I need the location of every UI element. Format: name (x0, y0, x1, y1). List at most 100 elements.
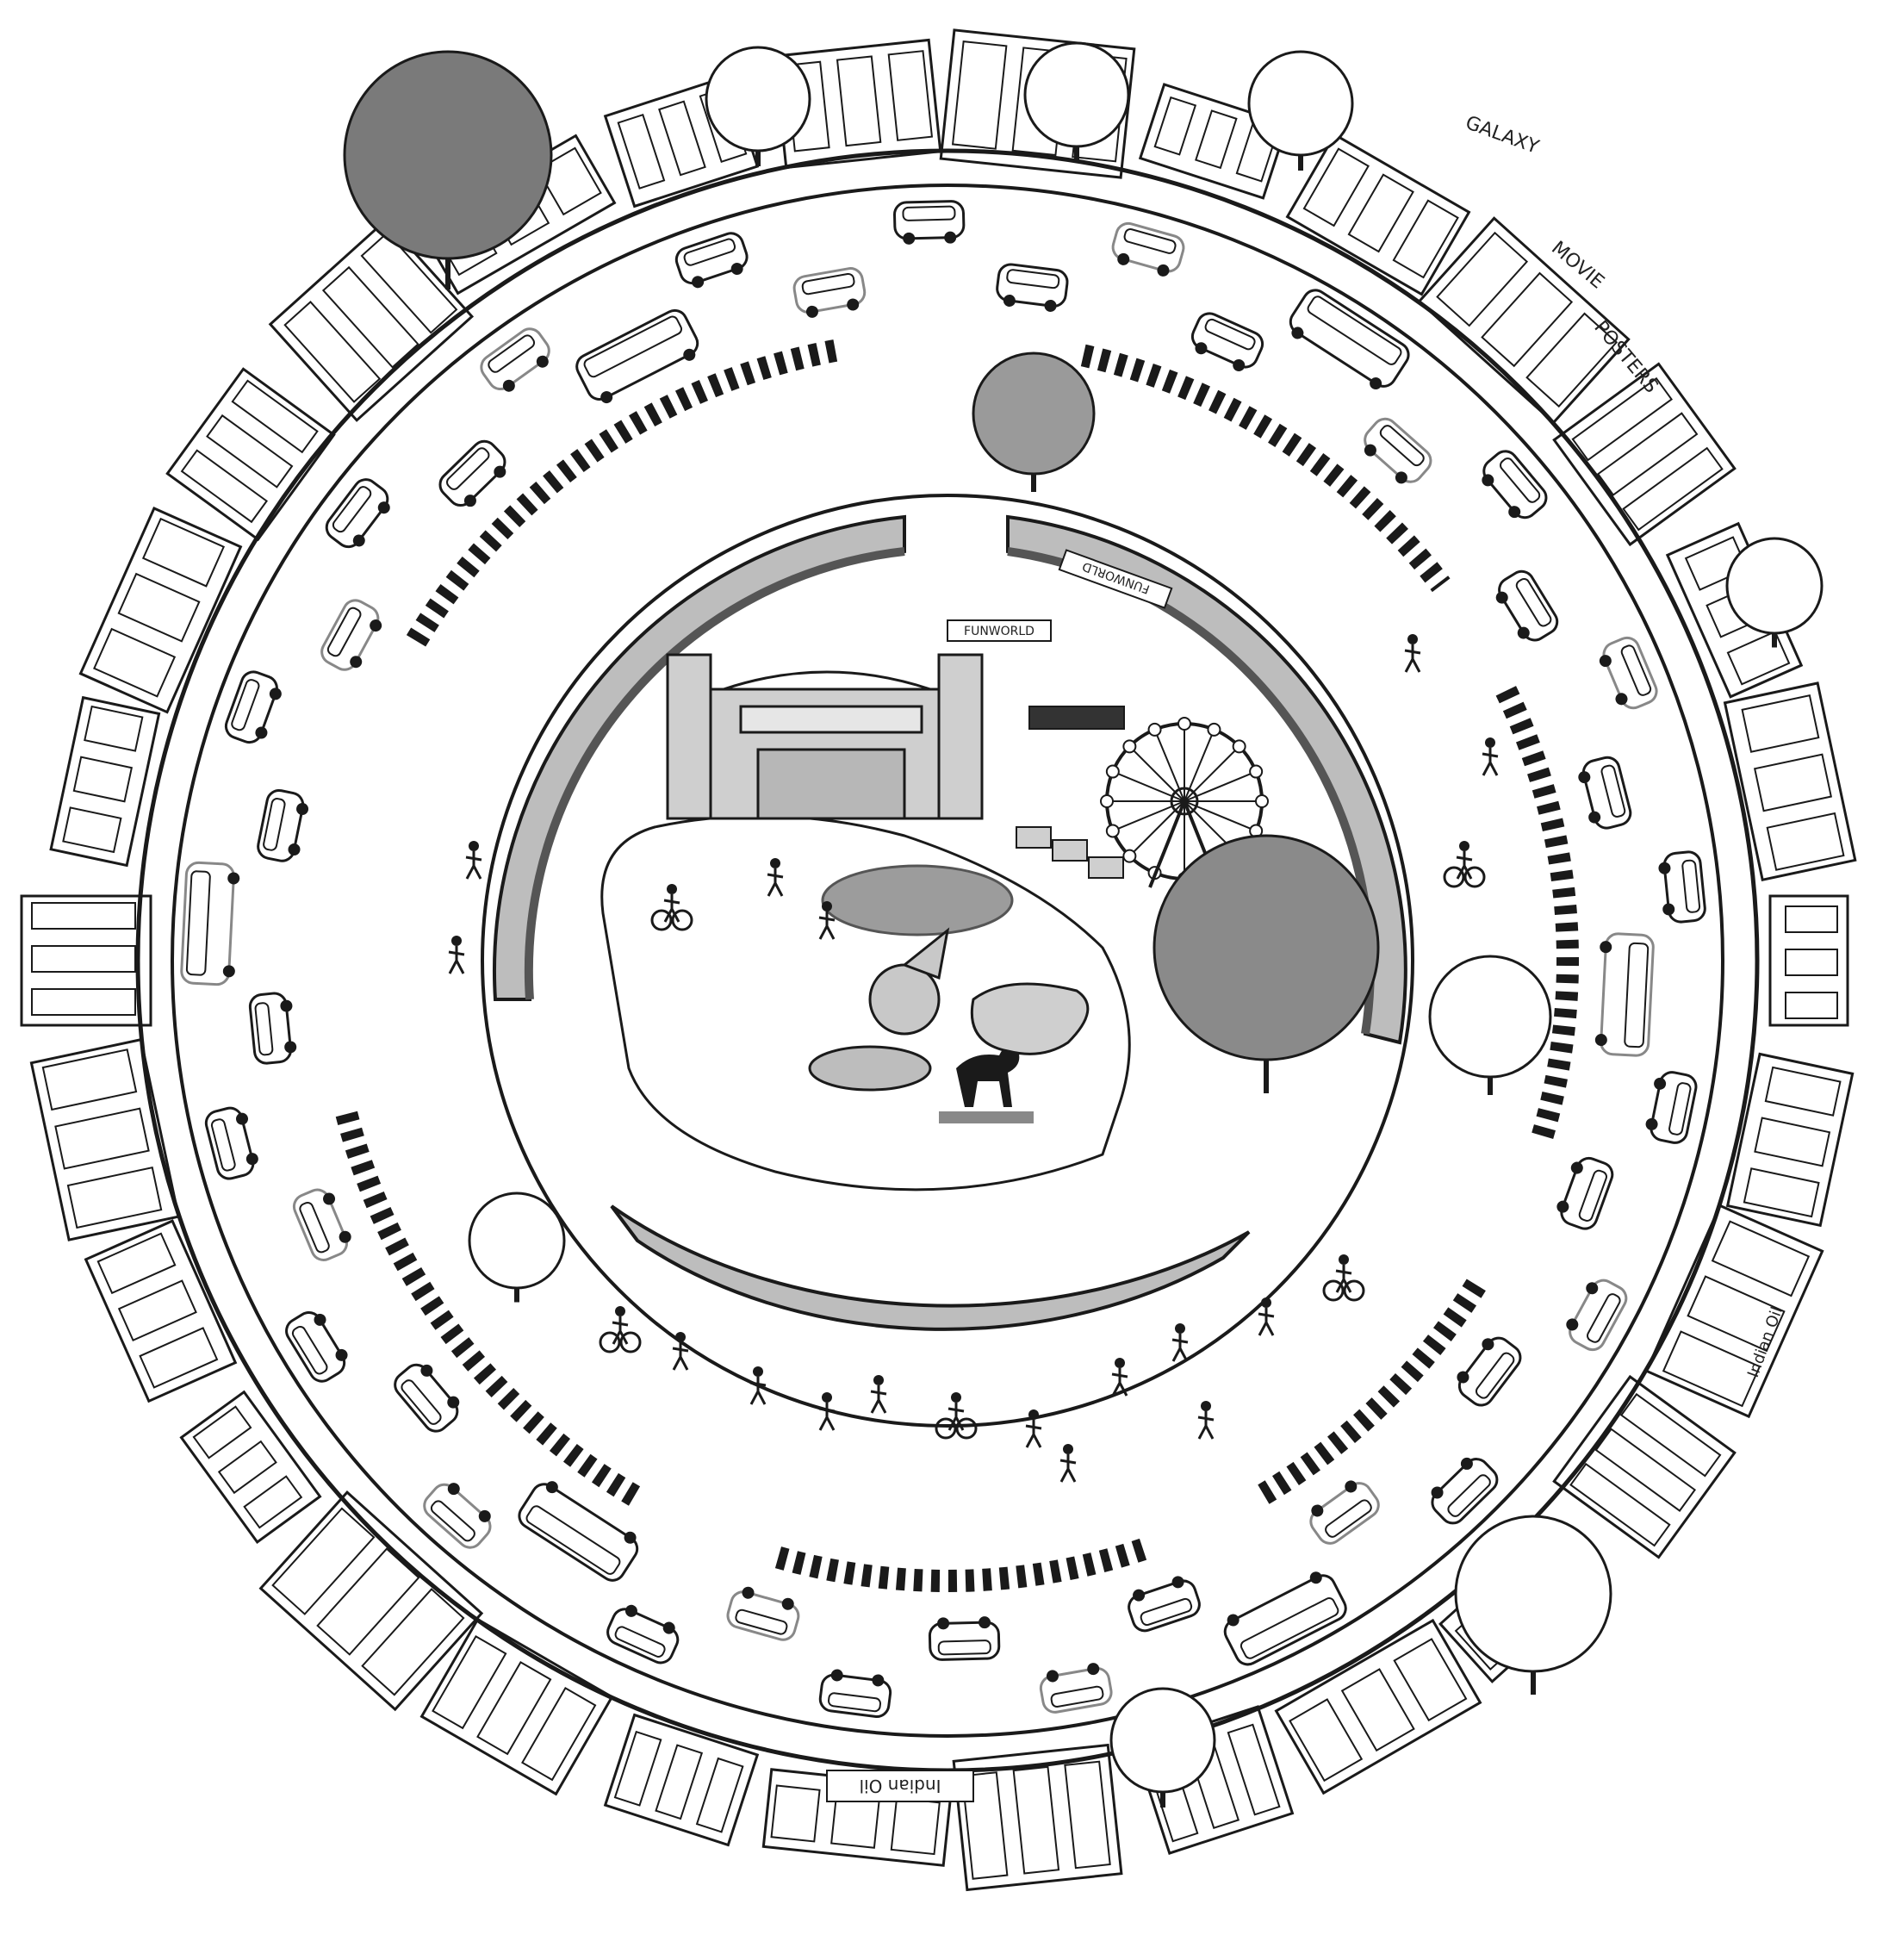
building-icon (1725, 1052, 1855, 1228)
car-icon (1599, 636, 1658, 710)
outer-road-curb (171, 184, 1724, 1738)
inner-road-edge (481, 494, 1414, 1428)
rocket-sculpture (808, 927, 950, 1092)
car-icon (726, 1586, 800, 1641)
pedestrian-icon (818, 901, 836, 940)
car-icon (1457, 1336, 1522, 1407)
car-icon (285, 1310, 348, 1383)
bus-icon (575, 308, 699, 404)
cinema-name: GALAXY (1463, 112, 1542, 159)
pedestrian-icon (672, 1332, 689, 1371)
car-icon (996, 263, 1069, 312)
car-icon (394, 1363, 460, 1433)
building-icon (49, 695, 161, 868)
pedestrians (448, 634, 1499, 1483)
tree-icon (343, 50, 553, 289)
building-icon (20, 894, 152, 1027)
car-icon (423, 1483, 492, 1549)
tree-icon (705, 46, 811, 166)
tree-icon (1109, 1687, 1216, 1808)
striped-median (773, 1538, 1147, 1592)
pedestrian-icon (1404, 634, 1421, 673)
pedestrian-icon (465, 841, 482, 880)
bus-icon (1223, 1571, 1347, 1666)
tree-icon (468, 1192, 566, 1303)
building-icon (603, 1713, 760, 1847)
car-icon (1039, 1663, 1113, 1714)
building-icon (258, 1490, 484, 1712)
pedestrian-icon (1482, 737, 1499, 776)
statue-icon (939, 1043, 1034, 1123)
car-icon (1309, 1480, 1380, 1545)
bicycle-icon (1443, 841, 1486, 888)
pond (821, 864, 1014, 936)
car-icon (224, 670, 282, 744)
tree-icon (1454, 1515, 1612, 1695)
car-icon (292, 1188, 351, 1261)
car-icon (606, 1604, 680, 1664)
pedestrian-icon (870, 1375, 887, 1414)
park-sign: FUNWORLD FUNWORLD (947, 549, 1173, 642)
car-icon (1495, 569, 1559, 642)
trees (343, 41, 1824, 1808)
car-icon (480, 327, 550, 392)
car-icon (257, 788, 309, 862)
park-sign-text: FUNWORLD (964, 625, 1034, 638)
pedestrian-icon (767, 858, 784, 897)
car-icon (928, 1616, 1001, 1661)
striped-median (1080, 344, 1451, 593)
building-icon (179, 1390, 322, 1545)
building-icon (1552, 1374, 1737, 1559)
pedestrian-icon (1111, 1358, 1128, 1397)
tree-icon (1428, 955, 1552, 1095)
toy-train (1016, 706, 1125, 879)
building-icon (165, 367, 336, 542)
inner-wall (524, 547, 905, 1000)
striped-median (1250, 1279, 1486, 1509)
car-icon (1431, 1457, 1499, 1525)
tree-icon (1153, 834, 1380, 1093)
building-icon (1552, 362, 1737, 547)
car-icon (792, 267, 867, 318)
tree-icon (972, 352, 1096, 492)
bicycle-icon (599, 1306, 642, 1353)
car-icon (325, 478, 390, 549)
car-icon (204, 1106, 258, 1180)
building-icon (84, 1219, 238, 1403)
car-icon (248, 992, 297, 1065)
car-icon (1128, 1576, 1201, 1633)
car-icon (1482, 450, 1548, 520)
car-icon (438, 439, 506, 507)
bus-icon (180, 861, 240, 986)
building-icon (1644, 1204, 1824, 1419)
striped-median (334, 1106, 641, 1506)
pavilion-building (666, 653, 984, 820)
striped-medians (334, 339, 1579, 1592)
building-icon (952, 1743, 1123, 1892)
pedestrian-icon (1025, 1409, 1042, 1448)
building-icon (1285, 133, 1471, 296)
building-icon (1768, 894, 1849, 1027)
bottom-wall (610, 1204, 1251, 1331)
car-icon (1645, 1071, 1698, 1144)
tree-icon (1725, 537, 1824, 648)
building-icon (419, 1617, 614, 1796)
pedestrian-icon (1258, 1297, 1275, 1336)
building-icon (1417, 216, 1631, 425)
striped-median (406, 339, 839, 647)
tree-icon (1247, 50, 1354, 171)
car-icon (818, 1669, 892, 1718)
bicycle-icon (1322, 1254, 1365, 1302)
boat-sculpture (970, 982, 1090, 1055)
building-icon (1274, 1618, 1482, 1795)
shop-name: Indian Oil (860, 1776, 941, 1796)
car-icon (1566, 1279, 1628, 1352)
pedestrian-icon (749, 1366, 767, 1405)
car-icon (1364, 417, 1432, 484)
bicycle-icon (650, 884, 693, 931)
tree-icon (1023, 41, 1130, 162)
pedestrian-icon (1171, 1323, 1189, 1362)
pedestrian-icon (448, 936, 465, 974)
car-icon (1111, 221, 1185, 277)
pedestrian-icon (818, 1392, 836, 1431)
